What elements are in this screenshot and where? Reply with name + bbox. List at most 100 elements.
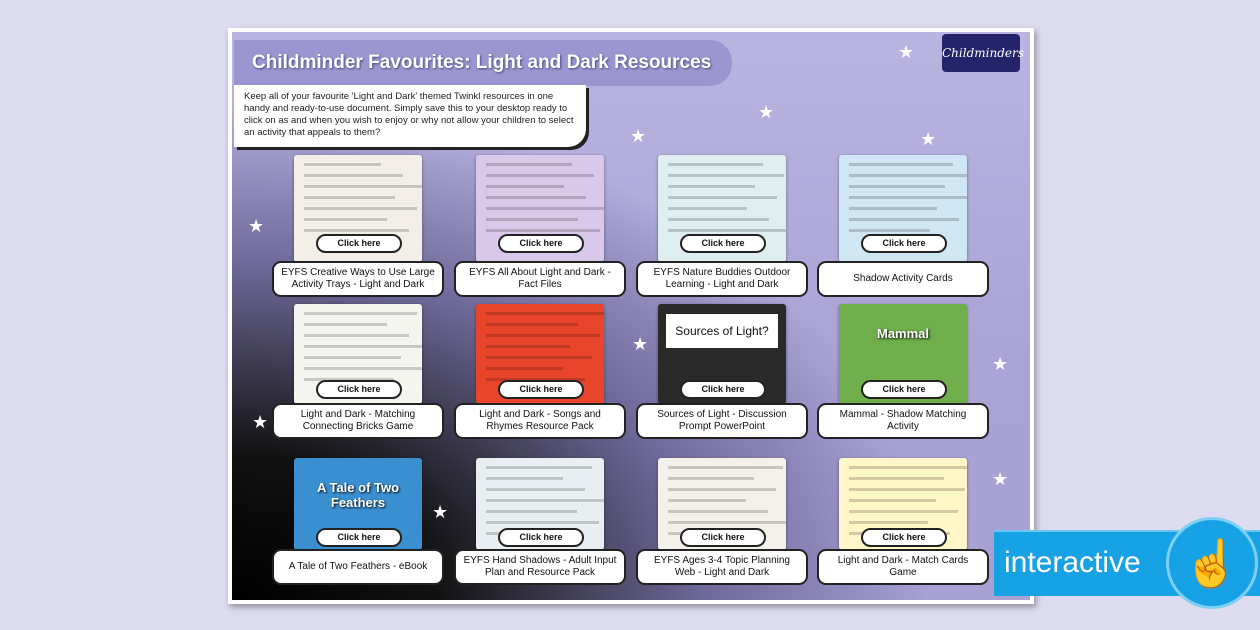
click-here-button[interactable]: Click here [861,234,947,253]
resource-label[interactable]: Sources of Light - Discussion Prompt Pow… [636,403,808,439]
thumbnail-text-line [668,229,786,232]
star-icon: ★ [920,129,937,149]
star-icon: ★ [252,412,269,432]
thumbnail-text-line [849,196,967,199]
star-icon: ★ [630,126,647,146]
thumbnail-text-line [486,345,571,348]
star-icon: ★ [632,334,649,354]
thumbnail-text-line [304,312,417,315]
thumbnail-text-line [486,510,577,513]
thumbnail-text-line [849,207,938,210]
star-icon: ★ [992,469,1009,489]
thumbnail-text-line [304,345,422,348]
click-here-button[interactable]: Click here [316,234,402,253]
thumbnail-text-line [486,499,604,502]
thumbnail-text-line [668,207,748,210]
thumbnail-text-line [849,499,937,502]
click-here-button[interactable]: Click here [498,234,584,253]
star-icon: ★ [758,102,775,122]
thumbnail-text-line [304,356,402,359]
thumbnail-text-line [486,488,585,491]
thumbnail-text-line [486,185,565,188]
thumbnail-text-line [486,207,604,210]
thumbnail-text-line [304,163,381,166]
thumbnail-text-line [304,174,403,177]
star-icon: ★ [248,216,265,236]
thumbnail-text-line [849,174,967,177]
thumbnail-text-line [849,488,966,491]
thumbnail-text-line [486,312,604,315]
thumbnail-text-line [849,466,967,469]
thumbnail-text-line [304,367,422,370]
tap-hand-icon: ☝ [1166,517,1258,609]
resource-label[interactable]: EYFS All About Light and Dark - Fact Fil… [454,261,626,297]
thumbnail-text-line [304,229,409,232]
thumbnail-text-line [849,185,945,188]
thumbnail-text-line [304,323,388,326]
thumbnail-text-line [304,334,409,337]
resource-label[interactable]: Light and Dark - Match Cards Game [817,549,989,585]
resource-label[interactable]: Mammal - Shadow Matching Activity [817,403,989,439]
thumbnail-text-line [486,163,572,166]
thumbnail-text-line [486,356,593,359]
thumbnail-text-line [668,466,784,469]
click-here-button[interactable]: Click here [316,380,402,399]
thumbnail-title: Mammal [876,326,930,341]
resource-label[interactable]: EYFS Creative Ways to Use Large Activity… [272,261,444,297]
thumbnail-title: A Tale of Two Feathers [316,480,400,510]
thumbnail-text-line [486,334,600,337]
thumbnail-text-line [668,163,763,166]
thumbnail-text-line [849,477,944,480]
description: Keep all of your favourite 'Light and Da… [234,85,586,147]
click-here-button[interactable]: Click here [680,380,766,399]
resource-label[interactable]: Shadow Activity Cards [817,261,989,297]
thumbnail-text-line [304,378,394,381]
thumbnail-text-line [304,207,417,210]
thumbnail-text-line [486,323,579,326]
click-here-button[interactable]: Click here [680,234,766,253]
resource-label[interactable]: Light and Dark - Matching Connecting Bri… [272,403,444,439]
badge-label: interactive [1004,546,1141,579]
thumbnail-text-line [486,218,579,221]
click-here-button[interactable]: Click here [861,380,947,399]
click-here-button[interactable]: Click here [498,528,584,547]
thumbnail-text-line [486,174,594,177]
thumbnail-text-line [849,218,960,221]
thumbnail-title: Sources of Light? [666,314,778,348]
childminders-logo: Childminders [942,34,1024,72]
thumbnail-text-line [486,229,600,232]
thumbnail-text-line [668,477,754,480]
click-here-button[interactable]: Click here [861,528,947,547]
thumbnail-text-line [668,185,756,188]
star-icon: ★ [432,502,449,522]
thumbnail-text-line [304,185,422,188]
click-here-button[interactable]: Click here [680,528,766,547]
thumbnail-text-line [668,196,777,199]
page-title: Childminder Favourites: Light and Dark R… [234,40,732,86]
thumbnail-text-line [849,163,953,166]
thumbnail-text-line [668,218,770,221]
thumbnail-text-line [486,521,599,524]
thumbnail-text-line [849,229,930,232]
resource-label[interactable]: EYFS Ages 3-4 Topic Planning Web - Light… [636,549,808,585]
thumbnail-text-line [486,378,585,381]
click-here-button[interactable]: Click here [498,380,584,399]
resource-label[interactable]: Light and Dark - Songs and Rhymes Resour… [454,403,626,439]
thumbnail-text-line [304,196,395,199]
thumbnail-text-line [668,510,768,513]
resource-label[interactable]: A Tale of Two Feathers - eBook [272,549,444,585]
thumbnail-text-line [668,488,776,491]
resource-label[interactable]: EYFS Hand Shadows - Adult Input Plan and… [454,549,626,585]
thumbnail-text-line [486,477,563,480]
thumbnail-text-line [668,499,747,502]
thumbnail-text-line [849,521,929,524]
star-icon: ★ [898,42,915,62]
thumbnail-text-line [304,218,388,221]
star-icon: ★ [992,354,1009,374]
resource-label[interactable]: EYFS Nature Buddies Outdoor Learning - L… [636,261,808,297]
click-here-button[interactable]: Click here [316,528,402,547]
thumbnail-text-line [486,367,563,370]
thumbnail-text-line [486,196,586,199]
thumbnail-text-line [849,510,958,513]
thumbnail-text-line [668,521,786,524]
